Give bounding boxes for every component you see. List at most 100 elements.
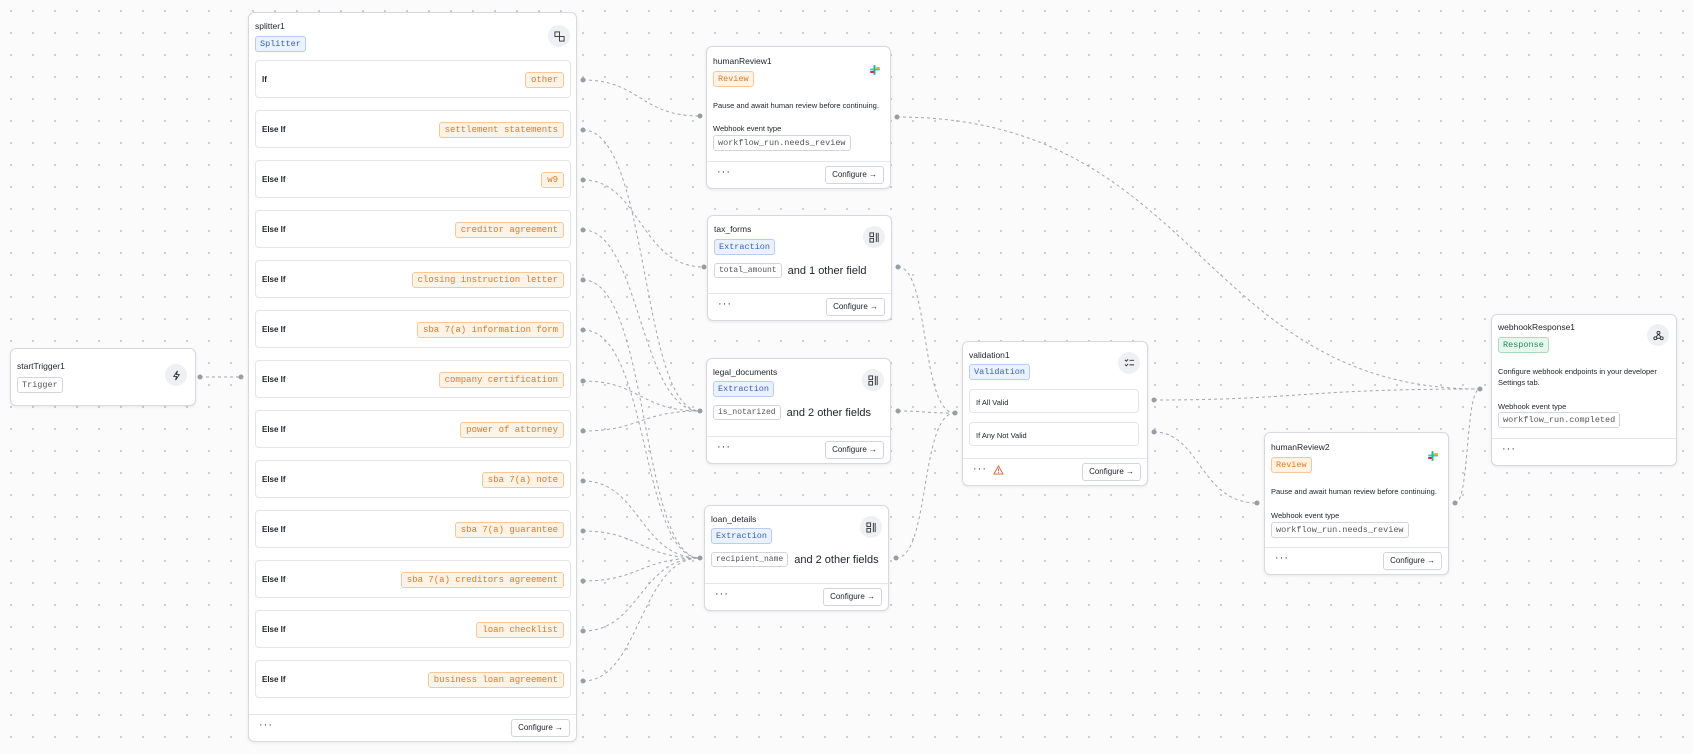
validation-option[interactable]: If All Valid [969,389,1139,413]
node-footer: ··· Configure → [708,293,891,320]
edge-poa-legal [582,410,701,432]
event-type-label: Webhook event type [1498,402,1567,411]
node-title: splitter1 [255,21,285,31]
node-footer: ··· Configure → [249,714,576,741]
edge-company-legal [582,380,701,412]
more-options-button[interactable]: ··· [259,719,273,731]
configure-button[interactable]: Configure → [1383,552,1442,570]
node-type-badge: Validation [969,364,1031,380]
edge-settlement-legal [582,129,701,412]
more-options-button[interactable]: ··· [715,588,729,600]
edge-business-loan [582,557,701,682]
node-footer: ··· Configure → [963,458,1147,485]
node-footer: ··· Configure → [1265,547,1448,574]
condition-label: Else If [262,125,286,134]
condition-label: Else If [262,575,286,584]
field-name: is_notarized [713,405,781,420]
condition-value: sba 7(a) information form [416,322,564,338]
splitter-row[interactable]: Else If power of attorney [255,410,571,448]
more-options-button[interactable]: ··· [717,441,731,453]
webhook-response-node[interactable]: webhookResponse1 Response Configure webh… [1491,314,1677,466]
splitter-row[interactable]: Else If sba 7(a) information form [255,310,571,348]
more-options-button[interactable]: ··· [717,166,731,178]
node-type-badge: Review [713,71,754,87]
loan-details-node[interactable]: loan_details Extraction recipient_name a… [704,505,889,611]
condition-value: other [524,72,564,88]
configure-button[interactable]: Configure → [825,166,884,184]
edge-loan-validation [895,412,956,559]
edge-review2-response [1454,388,1481,504]
edge-w9-tax [582,179,705,268]
more-options-button[interactable]: ··· [1502,443,1516,455]
condition-label: Else If [262,225,286,234]
slack-icon [869,63,881,81]
warning-icon [993,464,1004,478]
validation-option[interactable]: If Any Not Valid [969,422,1139,446]
bolt-icon[interactable] [165,364,187,386]
node-type-badge: Extraction [713,381,775,397]
extract-icon[interactable] [860,516,882,538]
legal-documents-node[interactable]: legal_documents Extraction is_notarized … [706,358,891,464]
condition-label: Else If [262,325,286,334]
other-fields-text: and 2 other fields [786,406,871,419]
edge-creditor-legal [582,229,701,412]
node-footer: ··· Configure → [707,436,890,463]
edge-tax-validation [897,266,956,414]
node-title: startTrigger1 [17,361,65,371]
more-options-button[interactable]: ··· [973,463,987,475]
extract-icon[interactable] [862,369,884,391]
validation-node[interactable]: validation1 Validation If All Valid If A… [962,341,1148,486]
splitter-row[interactable]: Else If w9 [255,160,571,198]
node-footer: ··· Configure → [707,161,890,188]
human-review-2-node[interactable]: humanReview2 Review Pause and await huma… [1264,432,1449,575]
condition-value: closing instruction letter [411,272,564,288]
configure-button[interactable]: Configure → [825,441,884,459]
condition-label: Else If [262,525,286,534]
checklist-icon[interactable] [1118,352,1140,374]
node-type-badge: Review [1271,457,1312,473]
condition-value: power of attorney [460,422,564,438]
edge-closing-loan [582,279,701,559]
slack-icon [1427,449,1439,467]
condition-label: Else If [262,425,286,434]
edge-sba-note-loan [582,480,701,559]
configure-button[interactable]: Configure → [1082,463,1141,481]
human-review-1-node[interactable]: humanReview1 Review Pause and await huma… [706,46,891,189]
node-type-badge: Response [1498,337,1549,353]
condition-label: Else If [262,375,286,384]
extraction-fields: total_amount and 1 other field [714,263,867,278]
splitter-row[interactable]: If other [255,60,571,98]
tax-forms-node[interactable]: tax_forms Extraction total_amount and 1 … [707,215,892,321]
extract-icon[interactable] [863,226,885,248]
other-fields-text: and 1 other field [787,264,867,277]
configure-button[interactable]: Configure → [511,719,570,737]
split-icon[interactable] [548,25,570,47]
condition-label: Else If [262,175,286,184]
event-type-label: Webhook event type [1271,511,1340,520]
condition-label: Else If [262,675,286,684]
option-label: If All Valid [976,398,1009,407]
node-type-badge: Extraction [711,528,773,544]
condition-value: w9 [541,172,564,188]
node-footer: ··· Configure → [705,583,888,610]
configure-button[interactable]: Configure → [823,588,882,606]
node-title: webhookResponse1 [1498,322,1576,332]
start-trigger-node[interactable]: startTrigger1 Trigger [10,348,196,406]
configure-button[interactable]: Configure → [826,298,885,316]
webhook-icon[interactable] [1647,324,1669,346]
event-type-value: workflow_run.needs_review [1271,522,1409,538]
node-type-badge: Trigger [17,377,63,393]
condition-label: If [262,75,267,84]
more-options-button[interactable]: ··· [718,298,732,310]
more-options-button[interactable]: ··· [1275,552,1289,564]
